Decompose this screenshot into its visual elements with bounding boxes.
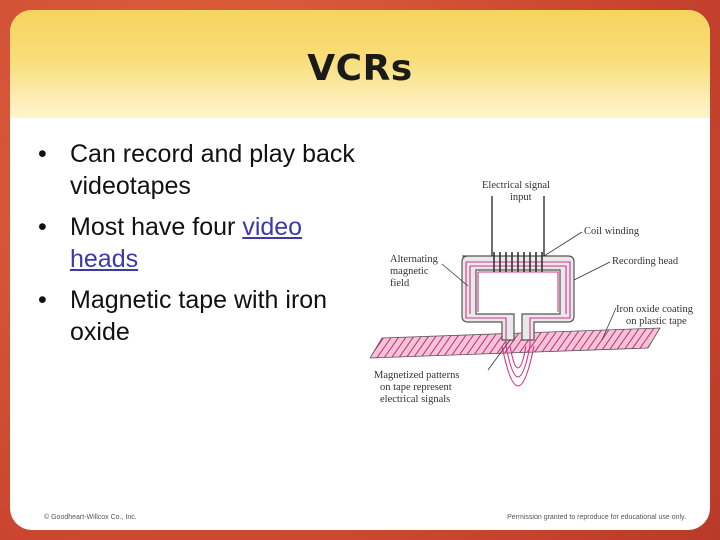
bullet-item: Can record and play back videotapes (32, 138, 362, 202)
label-magnetized-patterns: electrical signals (380, 394, 450, 405)
title-band (10, 10, 710, 118)
magnetic-tape (370, 327, 661, 359)
label-coil-winding: Coil winding (584, 226, 640, 237)
recording-head-diagram: Electrical signal input Coil winding Rec… (370, 180, 694, 405)
slide-title: VCRs (307, 48, 413, 89)
bullet-text: Most have four (70, 213, 243, 241)
footer-copyright: © Goodheart-Willcox Co., Inc. (44, 514, 137, 521)
magnetic-field-lines (465, 261, 571, 387)
bullet-list: Can record and play back videotapes Most… (32, 138, 362, 357)
label-signal-input: Electrical signal (482, 180, 550, 191)
label-iron-oxide: on plastic tape (626, 316, 687, 327)
bullet-text: Can record and play back videotapes (70, 140, 355, 200)
video-heads-link[interactable]: video heads (70, 213, 303, 273)
label-alternating-field: Alternating (390, 254, 439, 265)
label-signal-input: input (510, 192, 532, 203)
bullet-text: Magnetic tape with iron oxide (70, 286, 328, 346)
coil-winding (493, 252, 543, 272)
footer-permission: Permission granted to reproduce for educ… (507, 514, 686, 521)
bullet-item: Magnetic tape with iron oxide (32, 284, 362, 348)
label-iron-oxide: Iron oxide coating (616, 304, 694, 315)
bullet-item: Most have four video heads (32, 211, 362, 275)
slide: VCRs Can record and play back videotapes… (10, 10, 710, 530)
label-magnetized-patterns: Magnetized patterns (374, 370, 459, 381)
label-alternating-field: field (390, 278, 410, 289)
leader-lines (441, 231, 617, 371)
label-alternating-field: magnetic (390, 266, 429, 277)
label-magnetized-patterns: on tape represent (380, 382, 452, 393)
label-recording-head: Recording head (612, 256, 679, 267)
